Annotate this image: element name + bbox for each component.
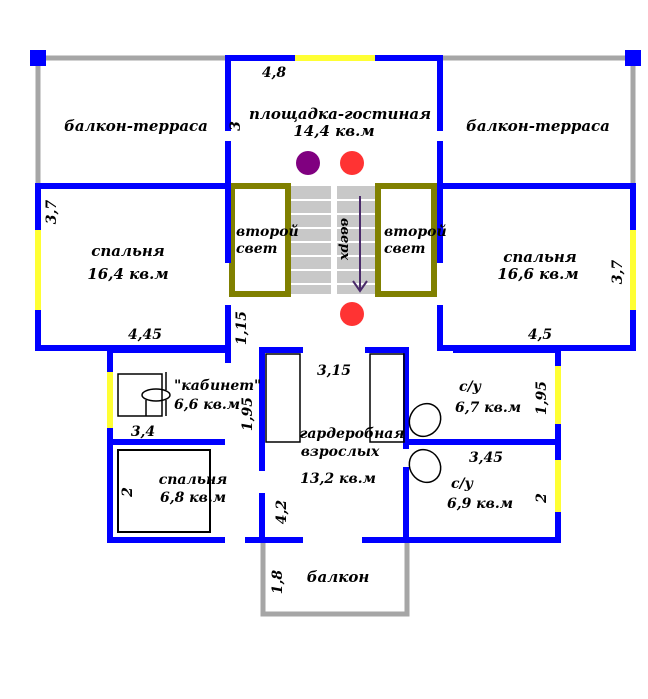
wall-bedroom-small [107, 439, 225, 543]
chair-icon [141, 388, 171, 402]
wall-study [107, 347, 231, 445]
stair-steps [289, 199, 379, 285]
label-bath1-area: 6,7 кв.м [455, 400, 521, 416]
label-bed-left-title: спальня [91, 242, 165, 260]
wall-bed-right [437, 141, 636, 351]
label-second-light-left-2: свет [236, 241, 277, 257]
stairs-left-flight [289, 186, 331, 294]
corner-post-right [625, 50, 641, 66]
dim-wardrobe-width: 3,15 [317, 363, 351, 379]
furniture [117, 353, 442, 533]
dim-bed-left-depth: 3,7 [44, 200, 60, 225]
walls [35, 55, 636, 543]
label-second-light-right-2: свет [384, 241, 425, 257]
light-well-right [375, 183, 437, 297]
dim-landing-depth: 3 [228, 121, 244, 131]
windows [35, 55, 636, 512]
marker-dot-red-bottom [340, 302, 364, 326]
bed-icon [117, 449, 211, 533]
label-second-light-right-1: второй [384, 223, 447, 240]
label-bath2-area: 6,9 кв.м [447, 496, 513, 512]
label-bath1-title: с/у [459, 379, 482, 395]
dim-study-depth: 1,95 [240, 397, 256, 431]
dimension-labels: 4,8 3 3,7 4,45 1,15 4,5 3,7 3,15 1,95 1,… [44, 65, 626, 594]
dim-bath2-width: 3,45 [469, 450, 503, 466]
label-terrace-right: балкон-терраса [466, 117, 610, 135]
label-bed-right-title: спальня [503, 248, 577, 266]
dim-balcony-depth: 1,8 [270, 570, 286, 595]
label-bath2-title: с/у [451, 476, 474, 492]
label-balcony: балкон [307, 568, 370, 586]
label-bed-right-area: 16,6 кв.м [497, 265, 578, 283]
staircase [289, 186, 379, 296]
label-landing-title: площадка-гостиная [249, 105, 431, 123]
label-study-area: 6,6 кв.м [174, 397, 240, 413]
light-well-left [229, 183, 291, 297]
balcony-outline [260, 540, 410, 617]
dim-bed-right-depth: 3,7 [610, 260, 626, 285]
label-second-light-left-1: второй [236, 223, 299, 240]
stairs-right-flight [337, 186, 379, 294]
light-wells [229, 183, 437, 297]
dim-study-width: 3,4 [131, 424, 155, 440]
dim-bath2-depth: 2 [534, 493, 550, 504]
desk-icon [117, 373, 163, 417]
wardrobe-cabinet-right [369, 353, 405, 443]
wardrobe-cabinet-left [265, 353, 301, 443]
marker-dot-purple [296, 151, 320, 175]
label-wardrobe-area: 13,2 кв.м [300, 471, 376, 487]
marker-dot-red-top [340, 151, 364, 175]
room-labels: балкон-терраса балкон-терраса площадка-г… [64, 105, 610, 586]
dim-bed-right-width: 4,5 [528, 327, 552, 343]
corner-post-left [30, 50, 46, 66]
dim-wardrobe-depth: 4,2 [274, 500, 290, 525]
toilet-icon-2 [408, 448, 442, 484]
dim-landing-width: 4,8 [262, 65, 287, 81]
dim-bath1-depth: 1,95 [534, 381, 550, 415]
dim-bedroom-small-depth: 2 [120, 487, 136, 498]
toilet-icon-1 [408, 402, 442, 438]
label-bedroom-small-area: 6,8 кв.м [160, 490, 226, 506]
label-terrace-left: балкон-терраса [64, 117, 208, 135]
label-bed-left-area: 16,4 кв.м [87, 265, 168, 283]
label-stairs-up: вверх [337, 218, 352, 260]
label-bedroom-small-title: спальня [159, 472, 228, 488]
label-wardrobe-title-1: гардеробная [299, 426, 404, 442]
label-wardrobe-title-2: взрослых [301, 444, 380, 460]
label-landing-area: 14,4 кв.м [293, 122, 374, 140]
dim-corridor: 1,15 [234, 311, 250, 345]
stairs-arrow-icon [352, 196, 368, 293]
label-study-title: "кабинет" [174, 378, 261, 394]
dim-bed-left-width: 4,45 [128, 327, 162, 343]
